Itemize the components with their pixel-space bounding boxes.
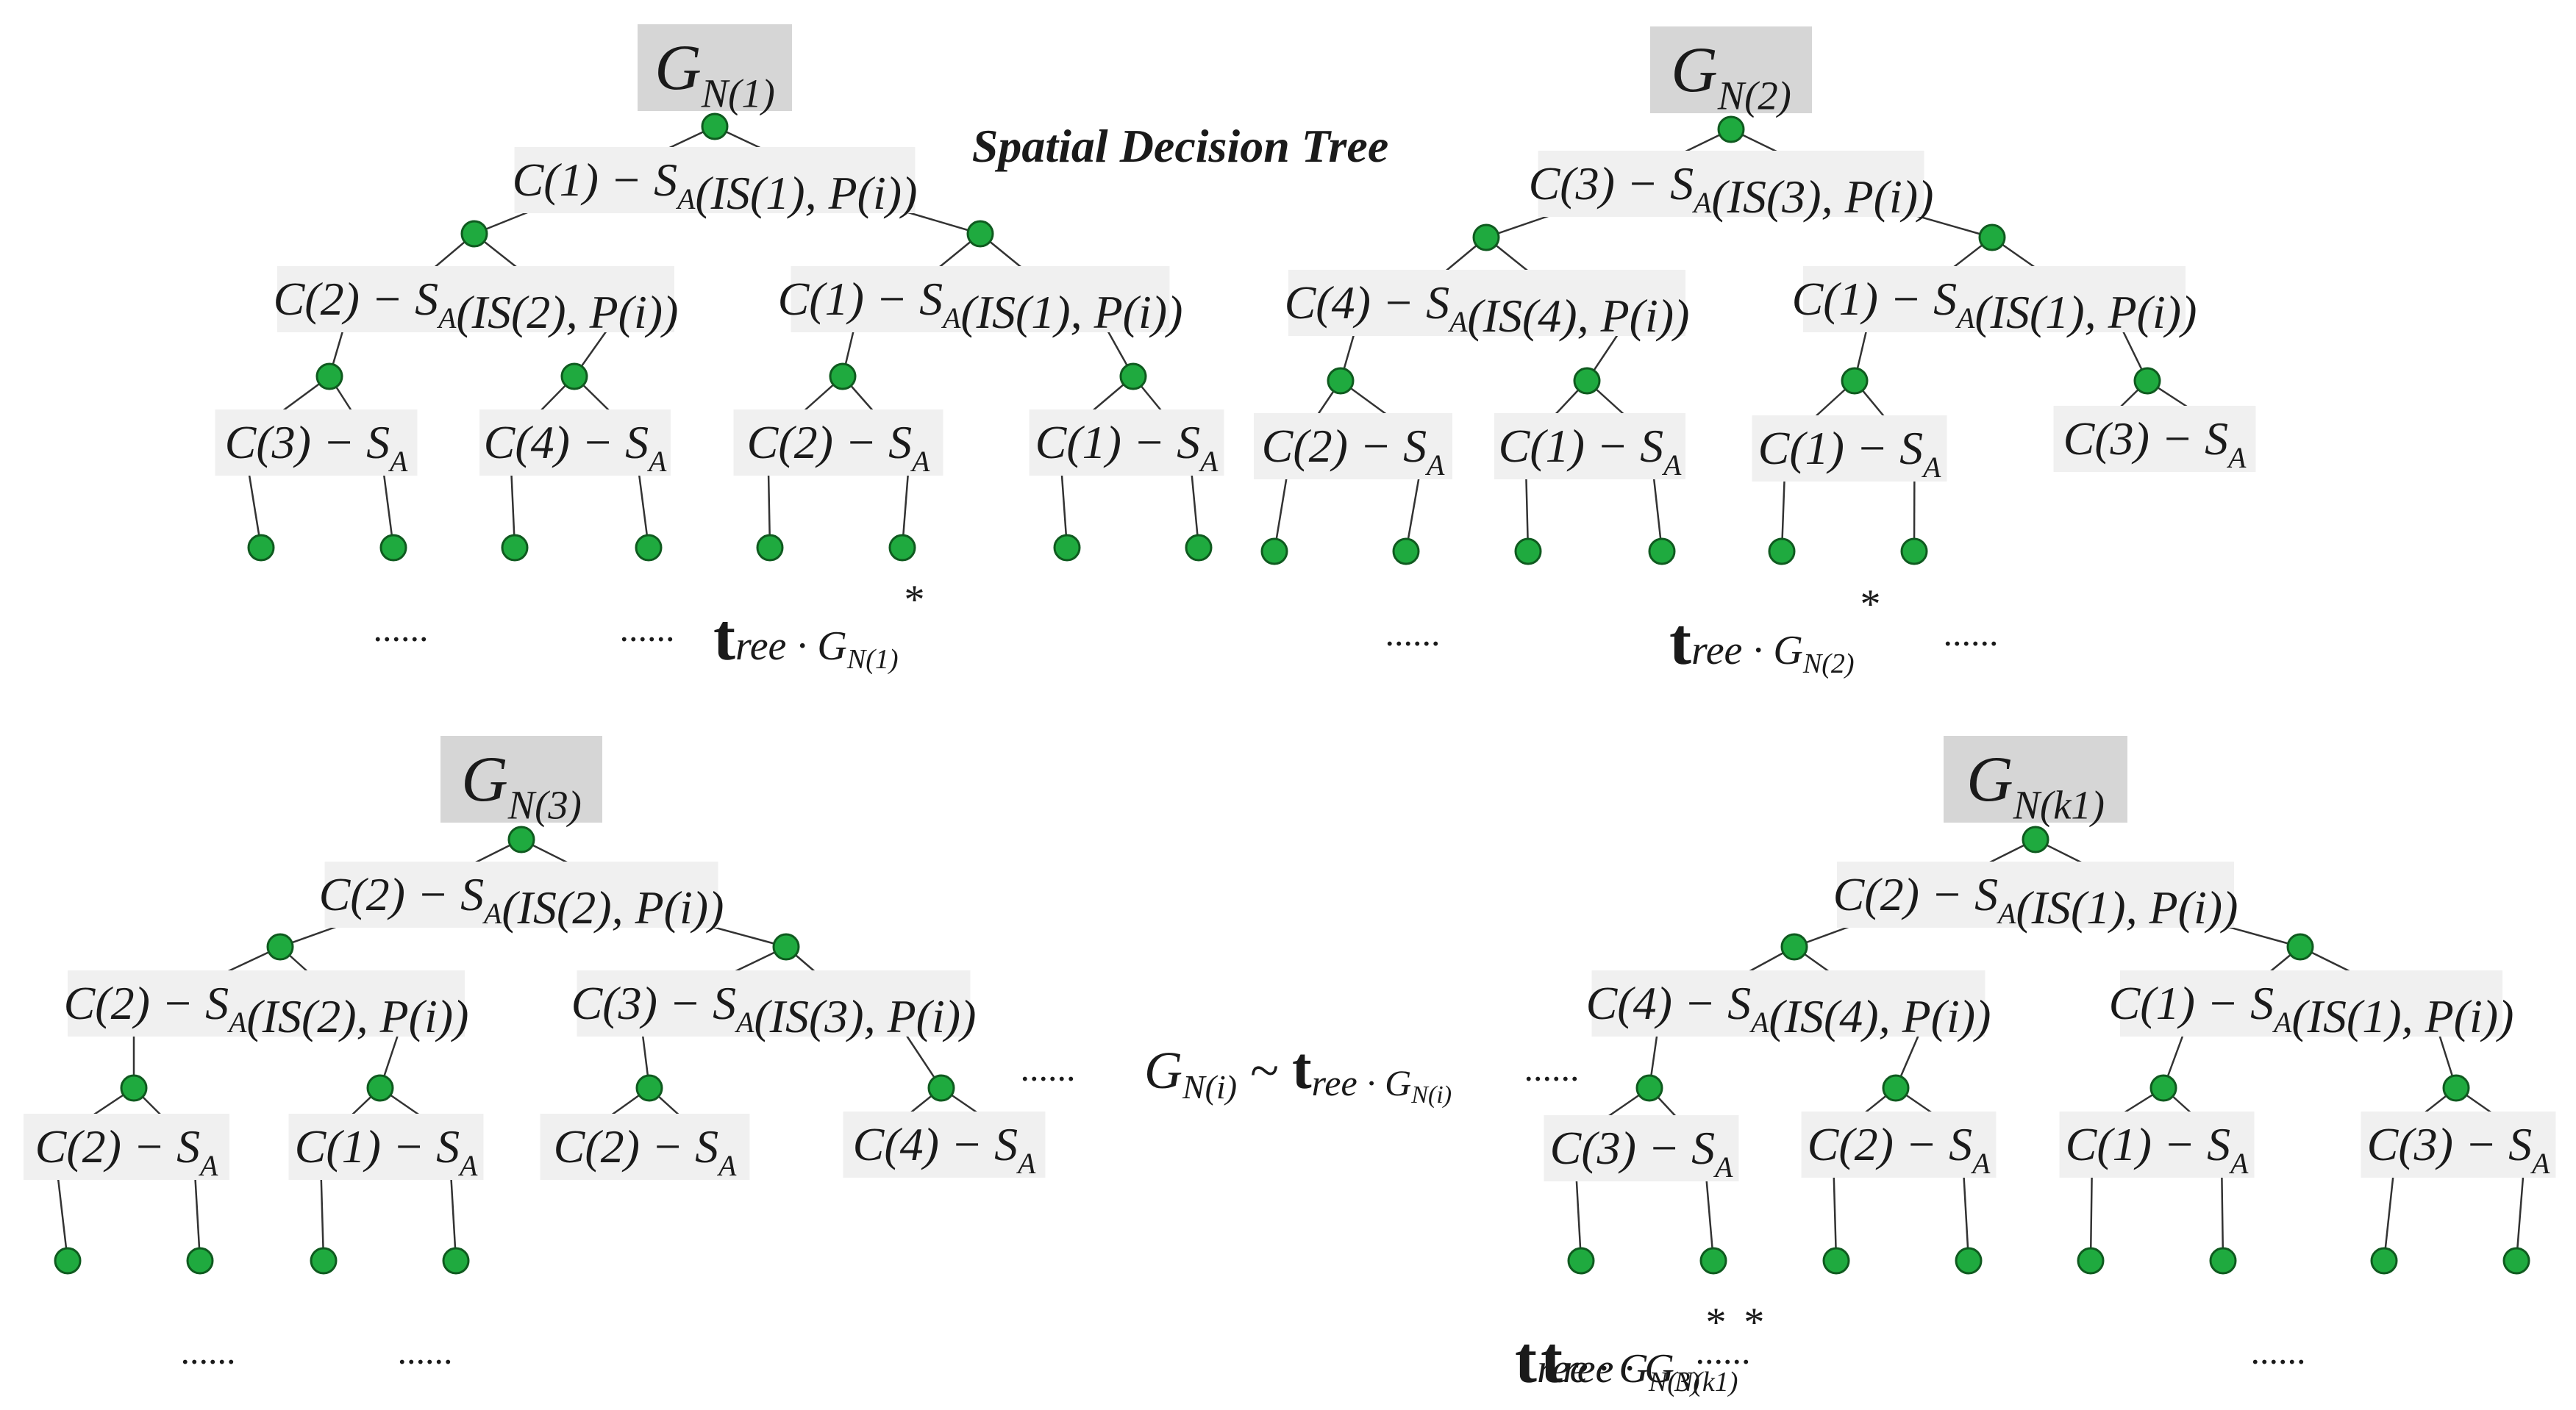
tree-1-dots-left: ...... bbox=[374, 608, 429, 649]
tree-1-leaf-node bbox=[1186, 535, 1211, 560]
tree-4-leaf-node bbox=[2211, 1248, 2236, 1273]
tree-3-dots-right: ...... bbox=[398, 1331, 453, 1372]
tree-3-level3-node bbox=[929, 1076, 954, 1101]
tree-3-root-node bbox=[509, 827, 534, 852]
tree-2-leaf-node bbox=[1769, 539, 1794, 564]
tree-1-leaf-node bbox=[636, 535, 661, 560]
tree-2-leaf-node bbox=[1516, 539, 1541, 564]
tree-1-leaf-node bbox=[757, 535, 782, 560]
tree-4-level2-node bbox=[2288, 934, 2313, 959]
tree-4-leaf-node bbox=[2504, 1248, 2529, 1273]
tree-4-dots-left: ...... bbox=[1696, 1331, 1751, 1372]
tree-1-level2-node bbox=[968, 221, 993, 246]
tree-2-leaf-node bbox=[1902, 539, 1927, 564]
tree-1-level3-node bbox=[317, 364, 342, 389]
tree-3-leaf-node bbox=[311, 1248, 336, 1273]
tree-1-tree-label: tree · GN(1)* bbox=[713, 577, 925, 675]
tree-4-dots-right: ...... bbox=[2251, 1331, 2306, 1372]
tree-2-dots-right: ...... bbox=[1944, 612, 1999, 654]
tree-1-level3-node bbox=[1121, 364, 1146, 389]
tree-4-level3-node bbox=[2444, 1076, 2469, 1101]
center-relation: GN(i) ~ tree · GN(i) bbox=[1144, 1037, 1452, 1109]
tree-2-leaf-node bbox=[1394, 539, 1419, 564]
tree-3-level2-node bbox=[268, 934, 293, 959]
tree-1-level2-node bbox=[462, 221, 487, 246]
tree-2-dots-left: ...... bbox=[1385, 612, 1441, 654]
tree-4-level3-node bbox=[1637, 1076, 1662, 1101]
tree-1-dots-right: ...... bbox=[620, 608, 675, 649]
tree-4-leaf-node bbox=[1824, 1248, 1849, 1273]
tree-3-dots-left: ...... bbox=[181, 1331, 236, 1372]
tree-4-leaf-node bbox=[2078, 1248, 2103, 1273]
center-dots-right: ...... bbox=[1524, 1048, 1580, 1089]
tree-1-root-node bbox=[702, 114, 727, 139]
tree-1-level3-node bbox=[830, 364, 855, 389]
tree-2-level3-node bbox=[1574, 368, 1599, 393]
tree-2-level3-node bbox=[2135, 368, 2160, 393]
tree-3-level3-node bbox=[368, 1076, 393, 1101]
tree-1-leaf-node bbox=[381, 535, 406, 560]
diagram-title: Spatial Decision Tree bbox=[972, 120, 1388, 172]
tree-4-root-node bbox=[2023, 827, 2048, 852]
tree-2-level3-node bbox=[1328, 368, 1353, 393]
tree-3-leaf-node bbox=[443, 1248, 468, 1273]
center-dots-left: ...... bbox=[1021, 1048, 1076, 1089]
tree-3-leaf-node bbox=[55, 1248, 80, 1273]
tree-3-level2-node bbox=[774, 934, 799, 959]
tree-4-leaf-node bbox=[1569, 1248, 1594, 1273]
tree-2-level2-node bbox=[1474, 225, 1499, 250]
tree-1-leaf-node bbox=[249, 535, 274, 560]
tree-3-level3-node bbox=[637, 1076, 662, 1101]
tree-4-leaf-node bbox=[1701, 1248, 1726, 1273]
tree-2-tree-label: tree · GN(2)* bbox=[1669, 581, 1881, 679]
tree-3-level3-node bbox=[121, 1076, 146, 1101]
tree-1-leaf-node bbox=[1055, 535, 1080, 560]
tree-4-leaf-node bbox=[1956, 1248, 1981, 1273]
tree-1-leaf-node bbox=[502, 535, 527, 560]
tree-1-leaf-node bbox=[890, 535, 915, 560]
tree-2-leaf-node bbox=[1649, 539, 1674, 564]
tree-3-leaf-node bbox=[188, 1248, 213, 1273]
tree-2-level3-node bbox=[1842, 368, 1867, 393]
tree-1-level3-node bbox=[562, 364, 587, 389]
tree-4-leaf-node bbox=[2372, 1248, 2397, 1273]
tree-2-leaf-node bbox=[1262, 539, 1287, 564]
tree-2-level2-node bbox=[1980, 225, 2005, 250]
text-layer: Spatial Decision Tree ...... ...... GN(1… bbox=[35, 32, 2551, 1398]
tree-4-level2-node bbox=[1782, 934, 1807, 959]
tree-2-root-node bbox=[1719, 117, 1744, 142]
tree-4-level3-node bbox=[2151, 1076, 2176, 1101]
tree-4-level3-node bbox=[1883, 1076, 1908, 1101]
